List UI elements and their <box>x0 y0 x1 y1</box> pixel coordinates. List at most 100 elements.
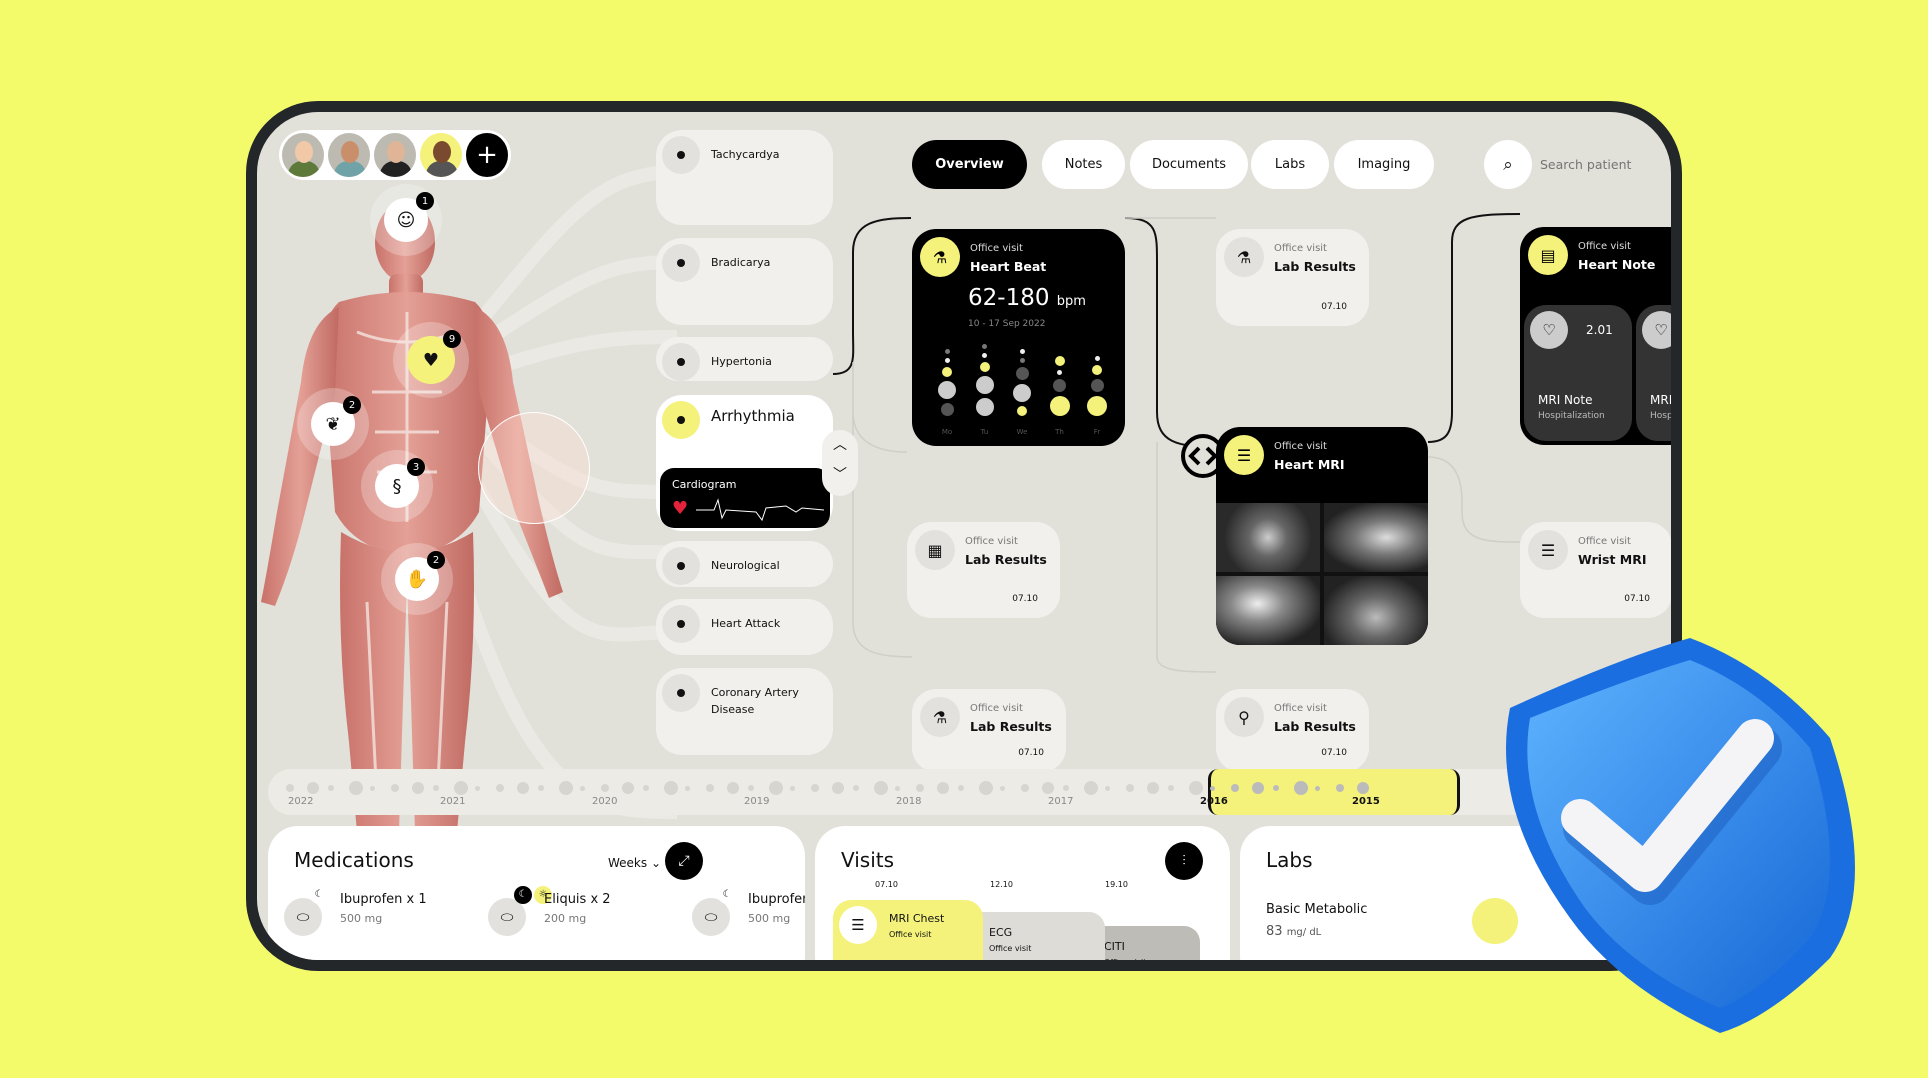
timeline-event-dot[interactable] <box>391 784 399 792</box>
heart-mri-card[interactable]: ☰ Office visit Heart MRI <box>1216 427 1428 645</box>
body-marker-kidney[interactable]: ❦2 <box>311 396 361 446</box>
mri-note-card[interactable]: ♡ MRI Note Hospitalization <box>1636 305 1671 441</box>
timeline-event-dot[interactable] <box>1105 785 1110 791</box>
timeline-event-dot[interactable] <box>622 782 634 794</box>
patient-avatar[interactable] <box>374 133 416 177</box>
filter-icon[interactable]: ⫶ <box>1165 842 1203 880</box>
timeline-event-dot[interactable] <box>1231 784 1239 792</box>
timeline-event-dot[interactable] <box>307 782 319 794</box>
timeline-event-dot[interactable] <box>1084 781 1098 795</box>
timeline-event-dot[interactable] <box>979 781 993 795</box>
condition-item[interactable]: Bradicarya <box>656 238 833 325</box>
timeline-event-dot[interactable] <box>1000 785 1005 791</box>
timeline-event-dot[interactable] <box>1210 785 1215 791</box>
patient-avatar[interactable] <box>328 133 370 177</box>
timeline-event-dot[interactable] <box>1273 785 1279 791</box>
mri-scan-image[interactable] <box>1324 503 1428 572</box>
timeline-event-dot[interactable] <box>1063 785 1069 791</box>
tab-overview[interactable]: Overview <box>912 140 1027 189</box>
timeline-event-dot[interactable] <box>1189 781 1203 795</box>
period-dropdown[interactable]: Weeks ⌄ <box>608 856 661 870</box>
timeline-event-dot[interactable] <box>370 785 375 791</box>
tab-documents[interactable]: Documents <box>1130 140 1248 189</box>
chevron-down-icon[interactable]: ﹀ <box>833 467 847 483</box>
timeline-event-dot[interactable] <box>1168 785 1174 791</box>
timeline-year-label[interactable]: 2016 <box>1200 796 1228 807</box>
timeline-event-dot[interactable] <box>769 781 783 795</box>
cardiogram-card[interactable]: Cardiogram ♥ <box>660 468 830 528</box>
visit-item[interactable]: ECG Office visit <box>965 912 1105 960</box>
timeline-event-dot[interactable] <box>895 785 900 791</box>
timeline-event-dot[interactable] <box>706 784 714 792</box>
timeline-event-dot[interactable] <box>790 785 795 791</box>
patient-avatar[interactable] <box>282 133 324 177</box>
expand-icon[interactable]: ⤢ <box>665 842 703 880</box>
timeline-event-dot[interactable] <box>1126 784 1134 792</box>
condition-item[interactable]: Heart Attack <box>656 599 833 655</box>
timeline-event-dot[interactable] <box>454 781 468 795</box>
timeline-year-label[interactable]: 2022 <box>288 796 314 807</box>
body-marker-head[interactable]: ☺1 <box>384 192 434 242</box>
mri-scan-image[interactable] <box>1216 503 1320 572</box>
timeline-selection-range[interactable] <box>1208 769 1460 815</box>
timeline-event-dot[interactable] <box>1357 782 1369 794</box>
chevron-up-icon[interactable]: ︿ <box>833 437 847 453</box>
timeline-event-dot[interactable] <box>643 785 649 791</box>
timeline-event-dot[interactable] <box>1042 782 1054 794</box>
timeline-event-dot[interactable] <box>664 781 678 795</box>
body-marker-heart[interactable]: ♥9 <box>407 330 461 384</box>
timeline-event-dot[interactable] <box>811 784 819 792</box>
search-icon[interactable]: ⌕ <box>1484 140 1532 189</box>
condition-item[interactable]: Tachycardya <box>656 130 833 225</box>
mri-scan-image[interactable] <box>1324 576 1428 645</box>
timeline-event-dot[interactable] <box>1315 785 1320 791</box>
visit-item[interactable]: CITI Office visit <box>1090 926 1200 960</box>
condition-item[interactable]: Coronary Artery Disease <box>656 668 833 755</box>
timeline-event-dot[interactable] <box>1021 784 1029 792</box>
timeline-year-label[interactable]: 2019 <box>744 796 770 807</box>
timeline-event-dot[interactable] <box>475 785 480 791</box>
timeline-event-dot[interactable] <box>433 785 439 791</box>
timeline-event-dot[interactable] <box>1294 781 1308 795</box>
condition-item[interactable]: Hypertonia <box>656 337 833 381</box>
timeline-year-label[interactable]: 2017 <box>1048 796 1074 807</box>
timeline-year-label[interactable]: 2018 <box>896 796 922 807</box>
timeline-event-dot[interactable] <box>1147 782 1159 794</box>
tab-labs[interactable]: Labs <box>1251 140 1329 189</box>
timeline-event-dot[interactable] <box>559 781 573 795</box>
timeline-event-dot[interactable] <box>349 781 363 795</box>
tab-notes[interactable]: Notes <box>1042 140 1125 189</box>
timeline-event-dot[interactable] <box>1336 784 1344 792</box>
timeline-event-dot[interactable] <box>412 782 424 794</box>
timeline-event-dot[interactable] <box>958 785 964 791</box>
timeline-event-dot[interactable] <box>580 785 585 791</box>
timeline-event-dot[interactable] <box>748 785 754 791</box>
timeline-event-dot[interactable] <box>286 784 294 792</box>
timeline-event-dot[interactable] <box>1252 782 1264 794</box>
heart-beat-card[interactable]: ⚗ Office visit Heart Beat 62-180 bpm 10 … <box>912 229 1125 446</box>
timeline-event-dot[interactable] <box>538 785 544 791</box>
timeline-event-dot[interactable] <box>853 785 859 791</box>
timeline-year-label[interactable]: 2020 <box>592 796 618 807</box>
search-input[interactable] <box>1540 152 1670 176</box>
timeline-event-dot[interactable] <box>685 785 690 791</box>
mri-scan-image[interactable] <box>1216 576 1320 645</box>
mri-note-card[interactable]: ♡ 2.01 MRI Note Hospitalization <box>1524 305 1632 441</box>
timeline-event-dot[interactable] <box>937 782 949 794</box>
timeline-event-dot[interactable] <box>601 784 609 792</box>
timeline-event-dot[interactable] <box>328 785 334 791</box>
timeline-event-dot[interactable] <box>727 782 739 794</box>
timeline-event-dot[interactable] <box>874 781 888 795</box>
condition-item[interactable]: Neurological <box>656 541 833 587</box>
timeline-event-dot[interactable] <box>832 782 844 794</box>
body-marker-stomach[interactable]: §3 <box>375 458 425 508</box>
body-marker-hand[interactable]: ✋2 <box>395 551 445 601</box>
add-patient-button[interactable]: + <box>466 133 508 177</box>
